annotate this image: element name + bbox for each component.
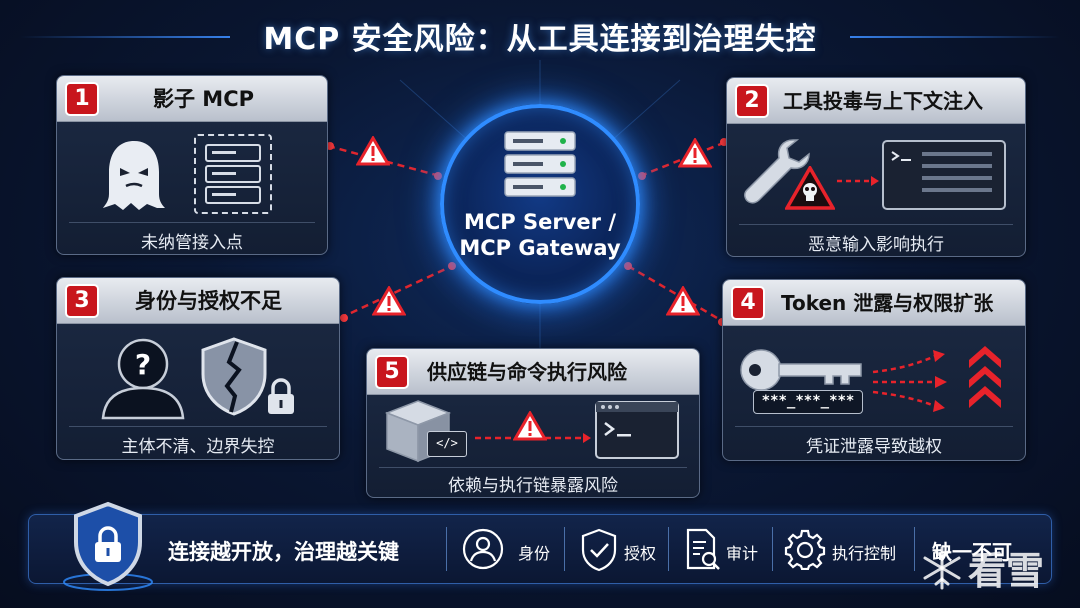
arrow-right-icon <box>837 176 879 186</box>
governance-item-audit: 审计 <box>726 544 759 563</box>
shield-lock-icon <box>63 501 153 591</box>
card-caption: 恶意输入影响执行 <box>808 235 944 255</box>
terminal-icon <box>595 401 679 459</box>
governance-item-identity: 身份 <box>518 544 551 563</box>
card-header: 3 身份与授权不足 <box>57 278 339 324</box>
governance-bar <box>28 514 1052 584</box>
card-title: 工具投毒与上下文注入 <box>783 89 983 113</box>
warning-icon <box>356 136 390 166</box>
card-divider <box>739 224 1013 225</box>
card-caption: 主体不清、边界失控 <box>121 437 275 457</box>
card-title: Token 泄露与权限扩张 <box>781 291 994 315</box>
gear-icon <box>784 529 826 570</box>
card-header: 1 影子 MCP <box>57 76 327 122</box>
key-icon <box>740 349 862 391</box>
card-caption: 依赖与执行链暴露风险 <box>448 476 618 496</box>
terminal-icon <box>882 140 1006 210</box>
warning-icon <box>513 411 547 441</box>
risk-card-token-leak: 4 Token 泄露与权限扩张 ***_***_*** 凭证泄露导致越权 <box>722 279 1026 461</box>
hub-label-line2: MCP Gateway <box>459 236 621 260</box>
poison-warning-icon <box>785 166 835 210</box>
risk-card-identity-auth: 3 身份与授权不足 ? 主体不清、边界失控 <box>56 277 340 460</box>
page-title: MCP 安全风险：从工具连接到治理失控 <box>263 22 817 57</box>
governance-item-authorization: 授权 <box>624 544 657 563</box>
audit-doc-icon <box>686 528 720 570</box>
card-number: 5 <box>375 355 409 389</box>
token-mask-field: ***_***_*** <box>753 390 863 414</box>
server-stack-icon <box>504 131 576 197</box>
title-deco-right <box>850 36 1060 38</box>
snowflake-icon <box>923 546 961 590</box>
escalation-chevrons-icon <box>969 346 1001 408</box>
card-number: 3 <box>65 284 99 318</box>
bar-divider <box>668 527 669 571</box>
warning-icon <box>678 138 712 168</box>
risk-card-supply-chain: 5 供应链与命令执行风险 </> 依赖与执行链暴露风险 <box>366 348 700 498</box>
broken-shield-icon <box>201 337 267 416</box>
hub-label-line1: MCP Server / <box>463 210 616 234</box>
governance-slogan: 连接越开放，治理越关键 <box>168 540 399 564</box>
leak-arrows-icon <box>872 350 947 412</box>
bar-divider <box>772 527 773 571</box>
ghost-icon <box>103 141 165 210</box>
card-divider <box>69 426 327 427</box>
card-caption: 未纳管接入点 <box>141 233 243 253</box>
card-number: 2 <box>735 84 769 118</box>
bar-divider <box>564 527 565 571</box>
card-title: 影子 MCP <box>153 87 255 111</box>
lock-icon <box>268 378 294 414</box>
risk-card-shadow-mcp: 1 影子 MCP 未纳管接入点 <box>56 75 328 255</box>
code-tag-icon: </> <box>427 431 467 457</box>
card-header: 5 供应链与命令执行风险 <box>367 349 699 395</box>
card-caption: 凭证泄露导致越权 <box>806 437 942 457</box>
card-divider <box>379 467 687 468</box>
wrench-icon <box>744 139 810 204</box>
user-icon <box>462 528 504 570</box>
card-title: 供应链与命令执行风险 <box>427 360 627 384</box>
card-header: 4 Token 泄露与权限扩张 <box>723 280 1025 326</box>
governance-item-exec-control: 执行控制 <box>832 544 897 563</box>
bar-divider <box>446 527 447 571</box>
governance-tail: 缺一不可 <box>932 540 1012 564</box>
watermark-text: 看雪 <box>968 549 1045 593</box>
svg-text:?: ? <box>135 348 151 381</box>
unmanaged-server-frame <box>194 134 272 214</box>
unknown-user-icon: ? <box>101 338 185 420</box>
warning-icon <box>666 286 700 316</box>
shield-check-icon <box>581 528 617 572</box>
server-stack-icon <box>205 144 261 204</box>
warning-icon <box>372 286 406 316</box>
card-title: 身份与授权不足 <box>135 289 282 313</box>
card-divider <box>69 222 315 223</box>
card-number: 4 <box>731 286 765 320</box>
bar-divider <box>914 527 915 571</box>
card-header: 2 工具投毒与上下文注入 <box>727 78 1025 124</box>
title-deco-left <box>20 36 230 38</box>
risk-card-tool-poisoning: 2 工具投毒与上下文注入 恶意输入影响执行 <box>726 77 1026 257</box>
card-divider <box>735 426 1013 427</box>
card-number: 1 <box>65 82 99 116</box>
